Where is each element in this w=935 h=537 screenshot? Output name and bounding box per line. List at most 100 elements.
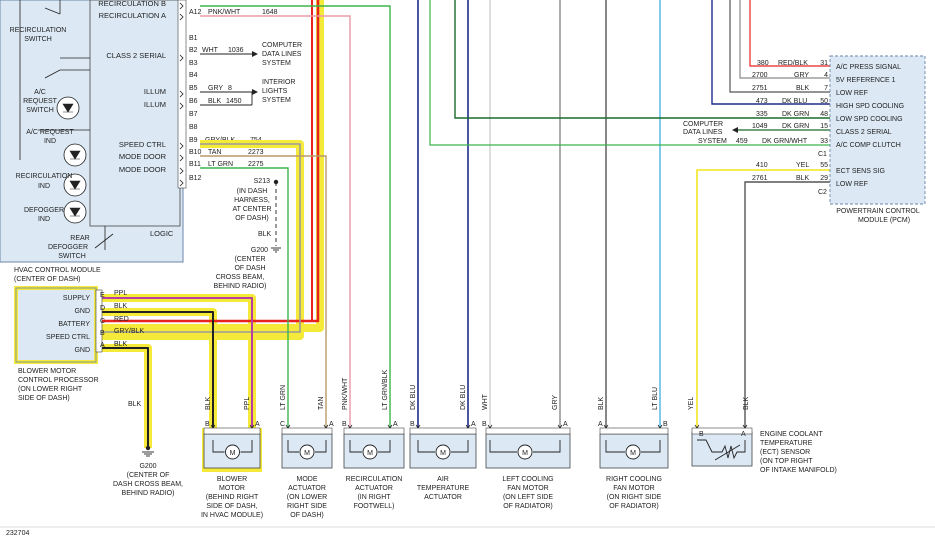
recirc-wire-pnkwht (200, 15, 351, 432)
splice-desc-2: HARNESS, (234, 197, 270, 204)
motor-wire-left-label: BLK (205, 396, 212, 410)
pcm-pinnum-7: 7 (824, 85, 828, 92)
recirc-ind-label-1: RECIRCULATION (16, 173, 73, 180)
motor-symbol: M (367, 450, 373, 457)
motor-wire-right-label: DK BLU (460, 385, 467, 410)
ect-name-4: (ON TOP RIGHT (760, 458, 813, 465)
wire-color-b5: GRY (208, 85, 223, 92)
pcm-pin-high-spd: HIGH SPD COOLING (836, 103, 904, 110)
motor-name-line: TEMPERATURE (417, 485, 470, 492)
pcm-data-lines-arrow-icon (732, 127, 738, 133)
pcm-pinnum-33: 33 (820, 138, 828, 145)
pin-label-mode-door-1: MODE DOOR (119, 152, 167, 161)
ground1-desc-2: OF DASH (234, 265, 265, 272)
ground-icon (142, 451, 154, 457)
motor-name-line: RIGHT COOLING (606, 476, 662, 483)
motor-name-line: (IN RIGHT (357, 494, 391, 501)
cdl-right-1: COMPUTER (683, 121, 723, 128)
cdl-left-2: DATA LINES (262, 51, 302, 58)
pcm-circuit-2751: 2751 (752, 85, 768, 92)
ect-name-3: (ECT) SENSOR (760, 449, 810, 456)
bcp-pin-speed: SPEED CTRL (46, 334, 90, 341)
pin-b5: B5 (189, 85, 198, 92)
motor-name-line: (ON LEFT SIDE (503, 494, 553, 501)
pin-b6: B6 (189, 98, 198, 105)
defog-ind-label-2: IND (38, 216, 50, 223)
ground1-desc-4: BEHIND RADIO) (214, 283, 267, 290)
motor-name-line: AIR (437, 476, 449, 483)
recirc-switch-label-1: RECIRCULATION (10, 27, 67, 34)
hvac-module-name: HVAC CONTROL MODULE (14, 267, 101, 274)
motor-icon (517, 444, 533, 460)
bcp-wire-gryblk: GRY/BLK (114, 328, 145, 335)
wire-color-a12: PNK/WHT (208, 9, 241, 16)
pin-label-speed-ctrl: SPEED CTRL (119, 140, 166, 149)
motor-wire-left-label: LT GRN (280, 385, 287, 410)
motor-name-line: RECIRCULATION (346, 476, 403, 483)
pcm-circuit-410: 410 (756, 162, 768, 169)
motor-wire-left-label: DK BLU (410, 385, 417, 410)
pin-label-recirc-b: RECIRCULATION B (98, 0, 166, 8)
bcp-letter-e: E (100, 292, 105, 299)
bcp-pin-battery: BATTERY (58, 321, 90, 328)
motor-name-line: BLOWER (217, 476, 247, 483)
interior-lights-3: SYSTEM (262, 97, 291, 104)
motor-name-line: MOTOR (219, 485, 245, 492)
motor-symbol: M (230, 450, 236, 457)
pcm-pin-5v-ref: 5V REFERENCE 1 (836, 77, 896, 84)
pin-b10: B10 (189, 149, 202, 156)
ect-wire-yel (696, 169, 832, 432)
motor-name-line: (BEHIND RIGHT (206, 494, 259, 501)
motor-name-line: IN HVAC MODULE) (201, 512, 263, 519)
pcm-color-335: DK GRN (782, 111, 809, 118)
motor-symbol: M (304, 450, 310, 457)
ac-req-switch-label-3: SWITCH (26, 107, 54, 114)
thermistor-icon (697, 439, 746, 461)
ground2-desc-2: DASH CROSS BEAM, (113, 481, 183, 488)
recirc-led-icon (63, 173, 87, 197)
bcp-letter-a: A (100, 342, 105, 349)
wire-circuit-b5: 8 (228, 85, 232, 92)
pcm-connector-c1: C1 (818, 151, 827, 158)
motor-icon (225, 444, 240, 460)
motor-wire-right-label: TAN (318, 397, 325, 410)
recirc-wire-ltgrnblk (200, 5, 391, 432)
pin-label-recirc-a: RECIRCULATION A (99, 11, 166, 20)
pin-b4: B4 (189, 72, 198, 79)
ground2-desc-3: BEHIND RADIO) (122, 490, 175, 497)
motor-name-line: RIGHT SIDE (287, 503, 327, 510)
motor-name-line: OF DASH) (290, 512, 323, 519)
pcm-circuit-380: 380 (757, 60, 769, 67)
splice-id: S213 (254, 178, 270, 185)
motor-symbol: M (630, 450, 636, 457)
bcp-letter-d: D (100, 305, 105, 312)
motor-pin-left: B (205, 421, 210, 428)
ground-g200-bottom: G200 (CENTER OF DASH CROSS BEAM, BEHIND … (113, 445, 183, 497)
pin-b12: B12 (189, 175, 202, 182)
bcp-gnd-wire-label: BLK (128, 401, 142, 408)
cdl-left-1: COMPUTER (262, 42, 302, 49)
motor-icon (299, 444, 315, 460)
motor-name-line: OF RADIATOR) (503, 503, 553, 510)
motor-wire-right-label: GRY (552, 395, 559, 410)
ect-sensor: B A YEL BLK ENGINE COOLANT TEMPERATURE (… (688, 396, 837, 474)
splice-s213: S213 (IN DASH HARNESS, AT CENTER OF DASH… (214, 178, 281, 290)
defog-ind-label-1: DEFOGGER (24, 207, 64, 214)
wire-color-b11: LT GRN (208, 161, 233, 168)
hvac-pin-numbers: A12 B1 B2 B3 B4 B5 B6 B7 B8 B9 B10 B11 B… (189, 9, 202, 182)
pcm-pin-class2: CLASS 2 SERIAL (836, 129, 892, 136)
motor-pin-right: A (255, 421, 260, 428)
blower-control-processor: SUPPLY GND BATTERY SPEED CTRL GND E D C … (14, 286, 145, 408)
battery-wire-red (100, 0, 320, 323)
motor-name-line: (ON LOWER (287, 494, 327, 501)
ac-request-led-icon (63, 143, 87, 167)
pin-label-logic: LOGIC (150, 229, 174, 238)
pcm-circuit-335: 335 (756, 111, 768, 118)
ect-wire-b-label: YEL (688, 397, 695, 410)
ect-wire-a-label: BLK (743, 396, 750, 410)
pin-b8: B8 (189, 124, 198, 131)
rear-defog-label-3: SWITCH (58, 253, 86, 260)
